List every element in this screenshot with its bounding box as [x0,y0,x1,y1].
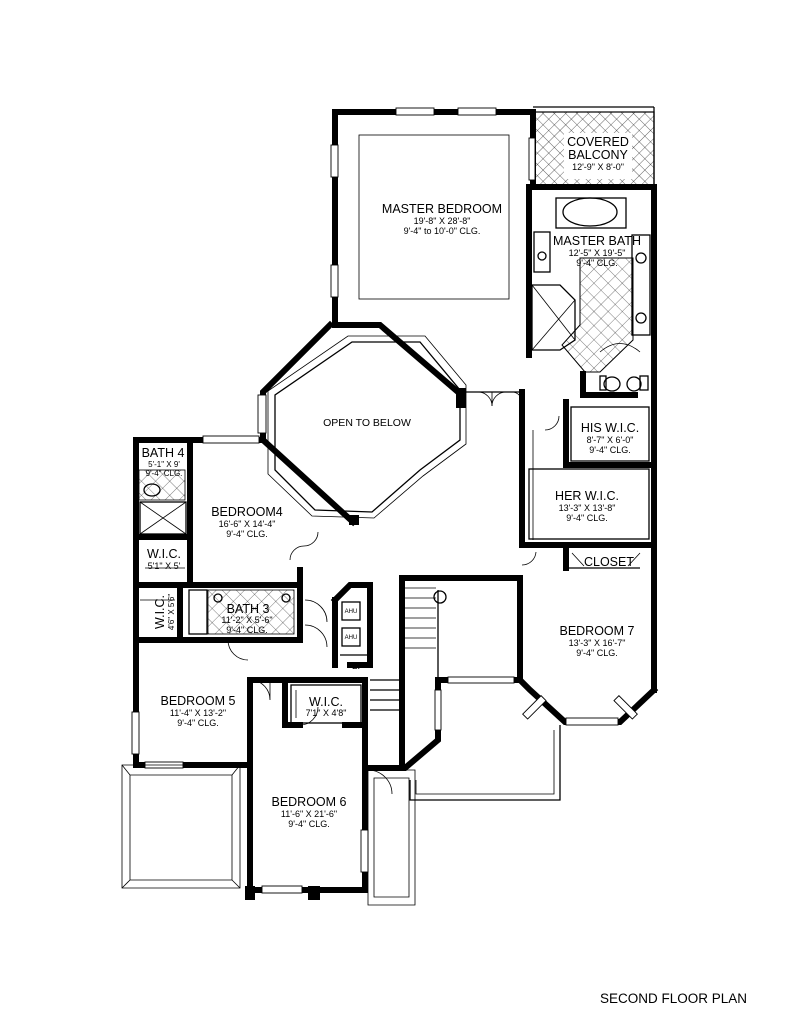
bath3-dims: 11'-2" X 5'-6" [221,615,272,625]
her-wic-label: HER W.I.C. [555,489,619,503]
central-service [304,582,373,668]
ahu-label-2: AHU [345,635,358,641]
open-to-below [267,335,467,519]
bedroom4-label: BEDROOM4 [211,505,283,519]
bedroom7-label: BEDROOM 7 [559,624,634,638]
stair-area [367,575,561,801]
bedroom7-clg: 9'-4" CLG. [576,648,617,658]
master-bedroom-label: MASTER BEDROOM [382,202,502,216]
open-to-below-label: OPEN TO BELOW [323,417,411,429]
bedroom5-dims: 11'-4" X 13'-2" [170,708,226,718]
ahu-label-1: AHU [345,609,358,615]
bedroom6-dims: 11'-6" X 21'-6" [281,809,337,819]
bedroom5-clg: 9'-4" CLG. [177,718,218,728]
left-wing [133,435,319,768]
central-walls [257,320,523,527]
linen-label: L. [352,661,360,672]
bedroom4-clg: 9'-4" CLG. [226,529,267,539]
covered-balcony-label-1: COVERED [567,135,629,149]
bedroom4-dims: 16'-6" X 14'-4" [219,519,276,529]
bath4-clg: 9'-4" CLG. [146,469,183,478]
bath3-label: BATH 3 [227,602,270,616]
master-bedroom-room [330,107,536,328]
wic-bed6-dims: 7'1" X 4'8" [306,708,347,718]
master-bedroom-dims: 19'-8" X 28'-8" [414,216,471,226]
his-wic-dims: 8'-7" X 6'-0" [587,435,634,445]
master-bath-label: MASTER BATH [553,234,641,248]
master-bedroom-clg: 9'-4" to 10'-0" CLG. [404,226,481,236]
covered-balcony-label-2: BALCONY [568,148,628,162]
wic-bed6-label: W.I.C. [309,695,343,709]
her-wic-clg: 9'-4" CLG. [566,513,607,523]
wic-vertical-label: W.I.C. [153,595,167,629]
wic-vertical-dims: 4'6" X 5'6" [167,594,176,630]
wic-small-dims: 5'1" X 5' [148,561,181,571]
bath3-clg: 9'-4" CLG. [226,625,267,635]
bedroom7-room [399,575,659,726]
covered-balcony-dims: 12'-9" X 8'-0" [572,162,624,172]
master-bath-dims: 12'-5" X 19'-5" [569,248,626,258]
bedroom6-label: BEDROOM 6 [271,795,346,809]
bedroom6-clg: 9'-4" CLG. [288,819,329,829]
plan-title: SECOND FLOOR PLAN [600,991,747,1006]
master-bath-room [526,184,657,403]
wic-small-label: W.I.C. [147,547,181,561]
her-wic-dims: 13'-3" X 13'-8" [559,503,616,513]
bedroom7-dims: 13'-3" X 16'-7" [569,638,626,648]
bedroom5-label: BEDROOM 5 [160,694,235,708]
lower-bedrooms [121,677,416,906]
his-wic-clg: 9'-4" CLG. [589,445,630,455]
his-wic-label: HIS W.I.C. [581,421,639,435]
master-bath-clg: 9'-4" CLG. [576,258,617,268]
covered-balcony [532,106,655,188]
walk-in-closets [519,389,657,693]
bath4-label: BATH 4 [142,446,185,460]
bath4-dims: 5'-1" X 9' [148,460,180,469]
closet-label: CLOSET [584,555,634,569]
